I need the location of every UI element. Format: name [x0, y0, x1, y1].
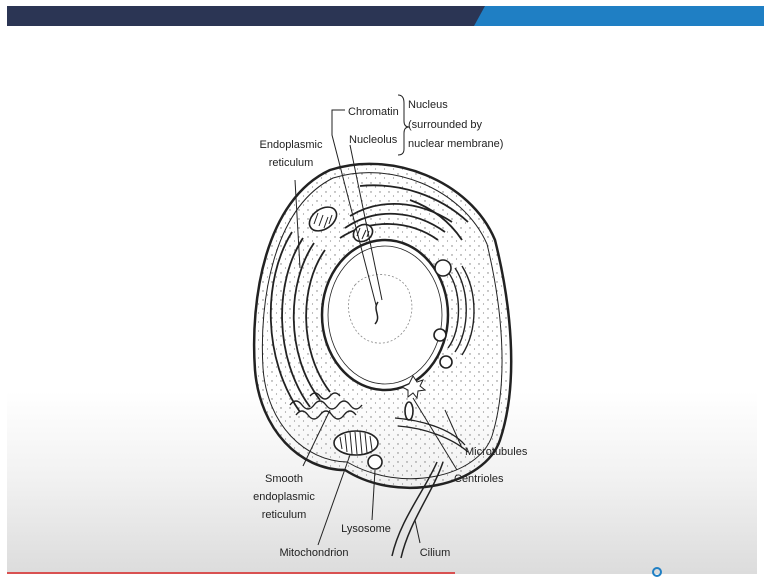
- label-er-2: reticulum: [269, 157, 314, 169]
- vesicle-lower-right: [440, 356, 452, 368]
- slide-indicator-icon: [652, 567, 662, 577]
- label-nucleolus: Nucleolus: [349, 134, 398, 146]
- label-mitochondrion: Mitochondrion: [279, 547, 348, 559]
- mitochondrion-lower: [334, 431, 378, 455]
- label-cilium: Cilium: [420, 547, 451, 559]
- label-nucleus-1: Nucleus: [408, 99, 448, 111]
- label-microtubules: Microtubules: [465, 446, 528, 458]
- label-smooth-er-2: endoplasmic: [253, 491, 315, 503]
- vesicle-upper-right: [435, 260, 451, 276]
- centriole-body: [405, 402, 413, 420]
- nucleus: [322, 240, 448, 390]
- label-er-1: Endoplasmic: [260, 139, 323, 151]
- lysosome-body: [368, 455, 382, 469]
- label-nucleus-2: (surrounded by: [408, 119, 482, 131]
- label-smooth-er-3: reticulum: [262, 509, 307, 521]
- leader-cilium: [415, 520, 420, 543]
- label-lysosome: Lysosome: [341, 523, 391, 535]
- footer-progress-line: [7, 572, 455, 574]
- label-centrioles: Centrioles: [454, 473, 504, 485]
- label-chromatin: Chromatin: [348, 106, 399, 118]
- vesicle-mid-right: [434, 329, 446, 341]
- label-smooth-er-1: Smooth: [265, 473, 303, 485]
- nuclear-membrane: [322, 240, 448, 390]
- label-nucleus-3: nuclear membrane): [408, 138, 503, 150]
